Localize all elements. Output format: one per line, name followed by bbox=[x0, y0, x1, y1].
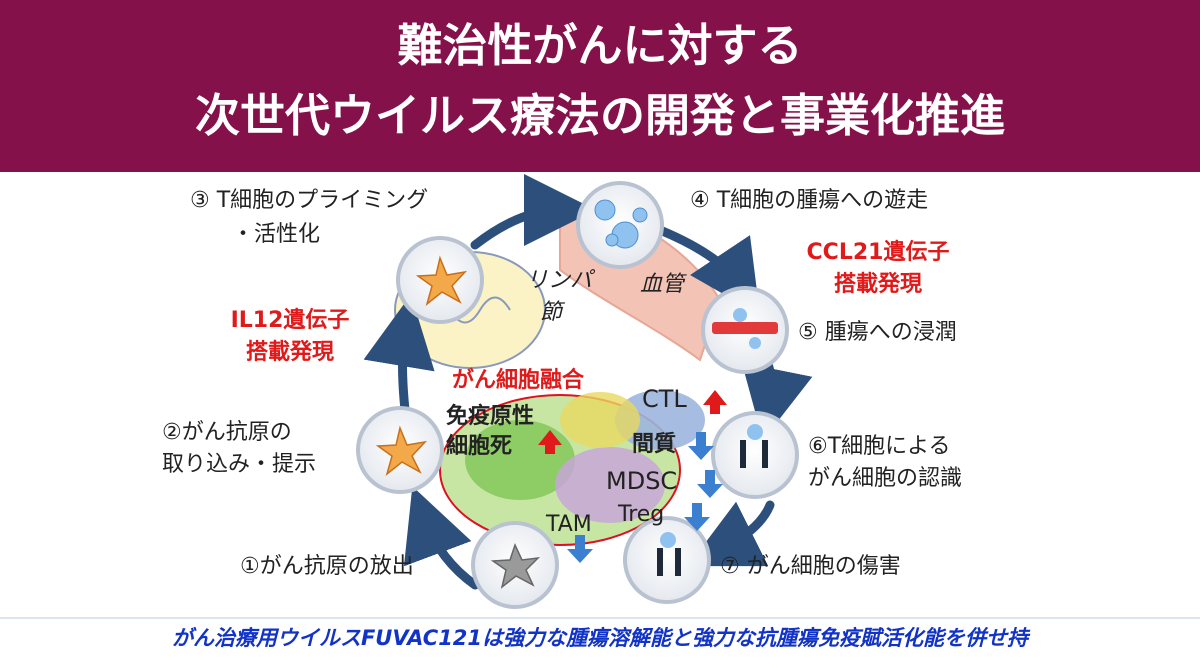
t-cell-bubbles bbox=[594, 199, 648, 249]
title-line-2: 次世代ウイルス療法の開発と事業化推進 bbox=[194, 89, 1005, 142]
step6-recognition-circle bbox=[711, 411, 799, 499]
lymph-node-label-cont: 節 bbox=[540, 300, 563, 325]
cancer-cell-fusion-label: がん細胞融合 bbox=[452, 368, 585, 393]
il12-expression-label: 搭載発現 bbox=[245, 340, 334, 365]
stroma-label: 間質 bbox=[632, 432, 677, 457]
step7-killing-circle bbox=[623, 516, 711, 604]
step6-label: ⑥T細胞による bbox=[808, 434, 951, 459]
cell-death-label: 細胞死 bbox=[446, 434, 513, 459]
dendritic-cell-icon bbox=[415, 255, 468, 307]
footer-summary: がん治療用ウイルスFUVAC121は強力な腫瘍溶解能と強力な抗腫瘍免疫賦活化能を… bbox=[171, 626, 1029, 650]
step2-label: ②がん抗原の bbox=[162, 420, 292, 445]
step3-label: ③ T細胞のプライミング bbox=[190, 188, 429, 213]
lymph-node-label: リンパ bbox=[526, 268, 593, 293]
step2-label-cont: 取り込み・提示 bbox=[162, 452, 317, 477]
step7-label: ⑦ がん細胞の傷害 bbox=[720, 554, 901, 579]
step4-label: ④ T細胞の腫瘍への遊走 bbox=[690, 188, 929, 213]
tumor-mass bbox=[439, 390, 705, 546]
ctl-label: CTL bbox=[642, 385, 687, 413]
dying-cancer-cell-icon bbox=[490, 542, 541, 589]
blood-vessel-label: 血管 bbox=[640, 272, 685, 297]
step6-label-cont: がん細胞の認識 bbox=[808, 466, 963, 491]
antigen-presenting-cell-icon bbox=[375, 425, 428, 477]
tcr-recognition-icon bbox=[740, 424, 768, 468]
title-banner: 難治性がんに対する 次世代ウイルス療法の開発と事業化推進 bbox=[0, 0, 1200, 172]
ccl21-expression-label: 搭載発現 bbox=[833, 272, 922, 297]
tcr-killing-icon bbox=[657, 532, 681, 576]
treg-label: Treg bbox=[618, 502, 665, 527]
tam-label: TAM bbox=[546, 512, 592, 537]
step1-label: ①がん抗原の放出 bbox=[240, 554, 414, 579]
suppression-down-arrows bbox=[567, 432, 723, 563]
immunogenic-label: 免疫原性 bbox=[446, 404, 535, 429]
title-line-1: 難治性がんに対する bbox=[397, 19, 803, 72]
il12-gene-label: IL12遺伝子 bbox=[230, 308, 350, 333]
ctl-up-arrow bbox=[703, 390, 727, 414]
mdsc-label: MDSC bbox=[606, 467, 678, 495]
step3-label-cont: ・活性化 bbox=[232, 222, 321, 247]
endothelium-icon bbox=[712, 308, 778, 349]
step5-label: ⑤ 腫瘍への浸潤 bbox=[798, 320, 957, 345]
icd-up-arrow bbox=[538, 430, 562, 454]
ccl21-gene-label: CCL21遺伝子 bbox=[806, 240, 950, 265]
